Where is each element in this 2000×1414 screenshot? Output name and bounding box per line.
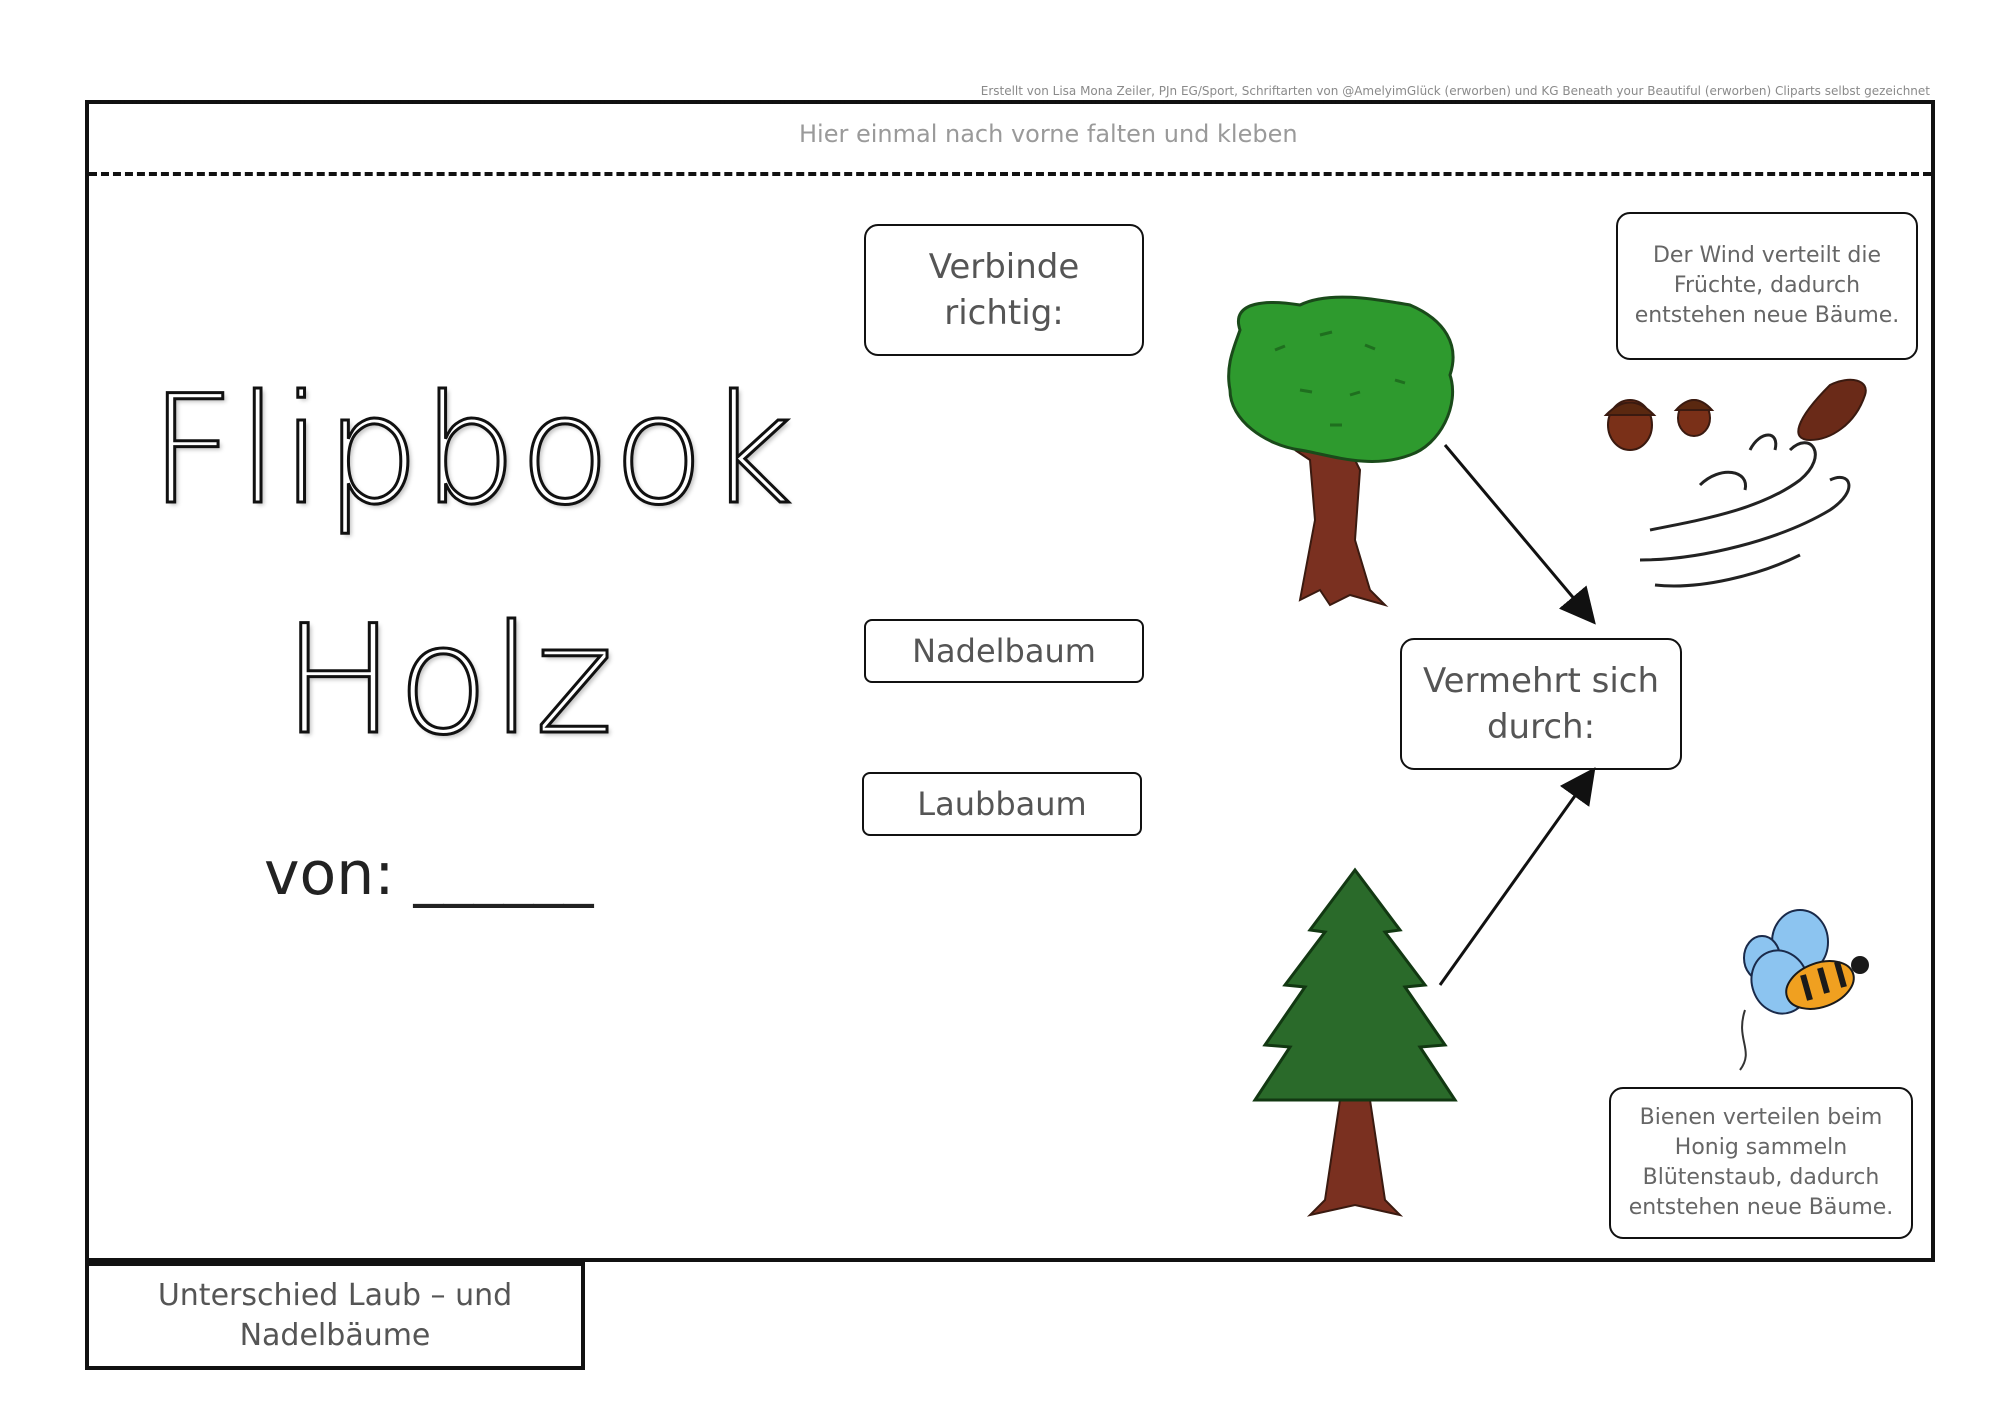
instruction-text: Verbinde richtig: <box>928 247 1080 333</box>
tab-label-text: Unterschied Laub – und Nadelbäume <box>157 1278 513 1353</box>
wind-swirl-icon <box>1639 433 1851 588</box>
instruction-box: Verbinde richtig: <box>864 224 1144 356</box>
answer-bees-text: Bienen verteilen beim Honig sammeln Blüt… <box>1628 1105 1894 1220</box>
bee-icon <box>1739 909 1869 1071</box>
fold-instruction: Hier einmal nach vorne falten und kleben <box>799 120 1298 148</box>
conifer-tree-icon <box>1252 867 1458 1217</box>
credit-line: Erstellt von Lisa Mona Zeiler, PJn EG/Sp… <box>980 84 1930 98</box>
option-nadelbaum[interactable]: Nadelbaum <box>864 619 1144 683</box>
title-line-2: Holz <box>281 593 616 770</box>
flipbook-page: Hier einmal nach vorne falten und kleben… <box>85 100 1935 1262</box>
option-nadelbaum-label: Nadelbaum <box>912 632 1096 670</box>
center-label-box: Vermehrt sich durch: <box>1400 638 1682 770</box>
arrow-from-conifer <box>1438 767 1596 986</box>
option-laubbaum-label: Laubbaum <box>917 785 1087 823</box>
answer-bees-box[interactable]: Bienen verteilen beim Honig sammeln Blüt… <box>1609 1087 1913 1239</box>
acorns-icon <box>1603 399 1715 451</box>
answer-wind-box[interactable]: Der Wind verteilt die Früchte, dadurch e… <box>1616 212 1918 360</box>
title-line-1: Flipbook <box>148 363 796 540</box>
center-label-text: Vermehrt sich durch: <box>1422 661 1660 747</box>
answer-wind-text: Der Wind verteilt die Früchte, dadurch e… <box>1634 243 1900 328</box>
option-laubbaum[interactable]: Laubbaum <box>862 772 1142 836</box>
author-label: von: ______ <box>264 839 594 909</box>
tab-label: Unterschied Laub – und Nadelbäume <box>85 1262 585 1370</box>
fold-strip: Hier einmal nach vorne falten und kleben <box>89 100 1931 176</box>
pine-cone-icon <box>1797 378 1867 442</box>
deciduous-tree-icon <box>1227 295 1455 608</box>
arrow-from-deciduous <box>1443 444 1596 625</box>
